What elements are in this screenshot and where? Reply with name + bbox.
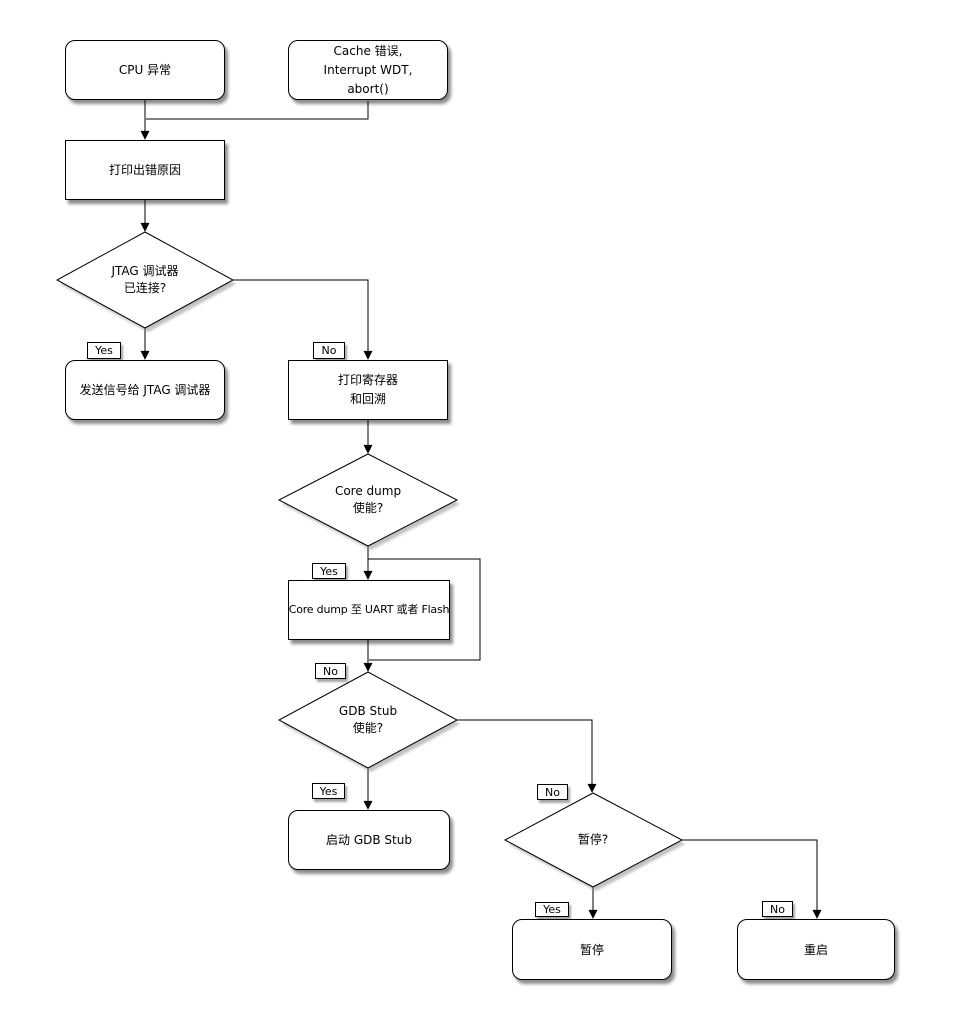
node-print-error-cause: 打印出错原因 — [65, 140, 225, 200]
decision-halt-line1: 暂停? — [577, 832, 609, 847]
decision-halt-label: 暂停? — [578, 832, 608, 849]
node-core-dump-output: Core dump 至 UART 或者 Flash — [288, 580, 450, 640]
node-reboot-label: 重启 — [803, 942, 828, 957]
edge-jtag-no — [233, 279, 373, 360]
node-halt: 暂停 — [512, 919, 672, 980]
edge-label-yes-coredump-text: Yes — [320, 564, 338, 578]
node-cache-error: Cache 错误, Interrupt WDT, abort() — [288, 40, 448, 100]
node-start-gdb-stub: 启动 GDB Stub — [288, 810, 450, 870]
node-halt-label: 暂停 — [579, 942, 604, 957]
decision-gdbstub-label: GDB Stub 使能? — [339, 703, 397, 737]
node-cache-error-line1: Cache 错误, — [333, 43, 403, 58]
node-start-gdb-stub-label: 启动 GDB Stub — [326, 833, 412, 847]
decision-jtag-connected — [55, 231, 235, 329]
edge-label-no-gdbstub-text: No — [545, 785, 560, 799]
node-core-dump-output-label: Core dump 至 UART 或者 Flash — [288, 603, 450, 616]
edge-cache-to-merge — [146, 101, 369, 120]
edge-label-no-jtag: No — [313, 342, 345, 359]
node-cpu-exception-label: CPU 异常 — [118, 63, 172, 77]
decision-jtag-label: JTAG 调试器 已连接? — [111, 263, 178, 297]
decision-halt-question — [503, 792, 684, 888]
edge-label-no-halt: No — [762, 901, 793, 917]
edge-label-yes-halt-text: Yes — [543, 903, 561, 916]
decision-coredump-enabled — [277, 453, 459, 547]
edge-label-no-jtag-text: No — [321, 344, 337, 357]
decision-jtag-line2: 已连接? — [123, 281, 167, 295]
edge-gdb-no — [457, 719, 597, 793]
node-print-registers-line2: 和回溯 — [349, 392, 386, 406]
edge-label-yes-gdbstub-text: Yes — [319, 784, 338, 798]
decision-coredump-line1: Core dump — [334, 484, 402, 498]
decision-gdbstub-line1: GDB Stub — [338, 704, 398, 718]
node-send-signal-jtag-label: 发送信号给 JTAG 调试器 — [79, 383, 211, 397]
node-cache-error-line2: Interrupt WDT, — [323, 62, 413, 77]
edge-label-yes-halt: Yes — [535, 902, 569, 917]
edge-label-no-halt-text: No — [770, 902, 785, 916]
node-print-error-cause-label: 打印出错原因 — [108, 163, 181, 177]
decision-gdbstub-enabled — [277, 671, 459, 769]
edge-label-yes-gdbstub: Yes — [312, 783, 345, 799]
node-cache-error-line3: abort() — [347, 81, 389, 96]
edge-label-no-coredump-text: No — [323, 664, 338, 678]
node-print-registers: 打印寄存器 和回溯 — [288, 360, 448, 420]
decision-coredump-line2: 使能? — [352, 501, 384, 515]
node-print-registers-line1: 打印寄存器 — [337, 373, 398, 387]
edge-label-no-coredump: No — [315, 663, 346, 679]
node-cpu-exception: CPU 异常 — [65, 40, 225, 100]
edge-coredump-no-bypass — [368, 558, 481, 661]
node-reboot: 重启 — [737, 919, 895, 980]
decision-gdbstub-line2: 使能? — [352, 721, 384, 735]
decision-jtag-line1: JTAG 调试器 — [111, 264, 179, 278]
edge-halt-no — [682, 839, 822, 919]
edge-label-yes-jtag-text: Yes — [95, 344, 113, 357]
decision-coredump-label: Core dump 使能? — [335, 483, 401, 517]
edge-label-yes-coredump: Yes — [312, 563, 346, 579]
edge-label-no-gdbstub: No — [537, 784, 568, 800]
edge-label-yes-jtag: Yes — [87, 342, 121, 359]
node-send-signal-jtag: 发送信号给 JTAG 调试器 — [65, 360, 225, 420]
